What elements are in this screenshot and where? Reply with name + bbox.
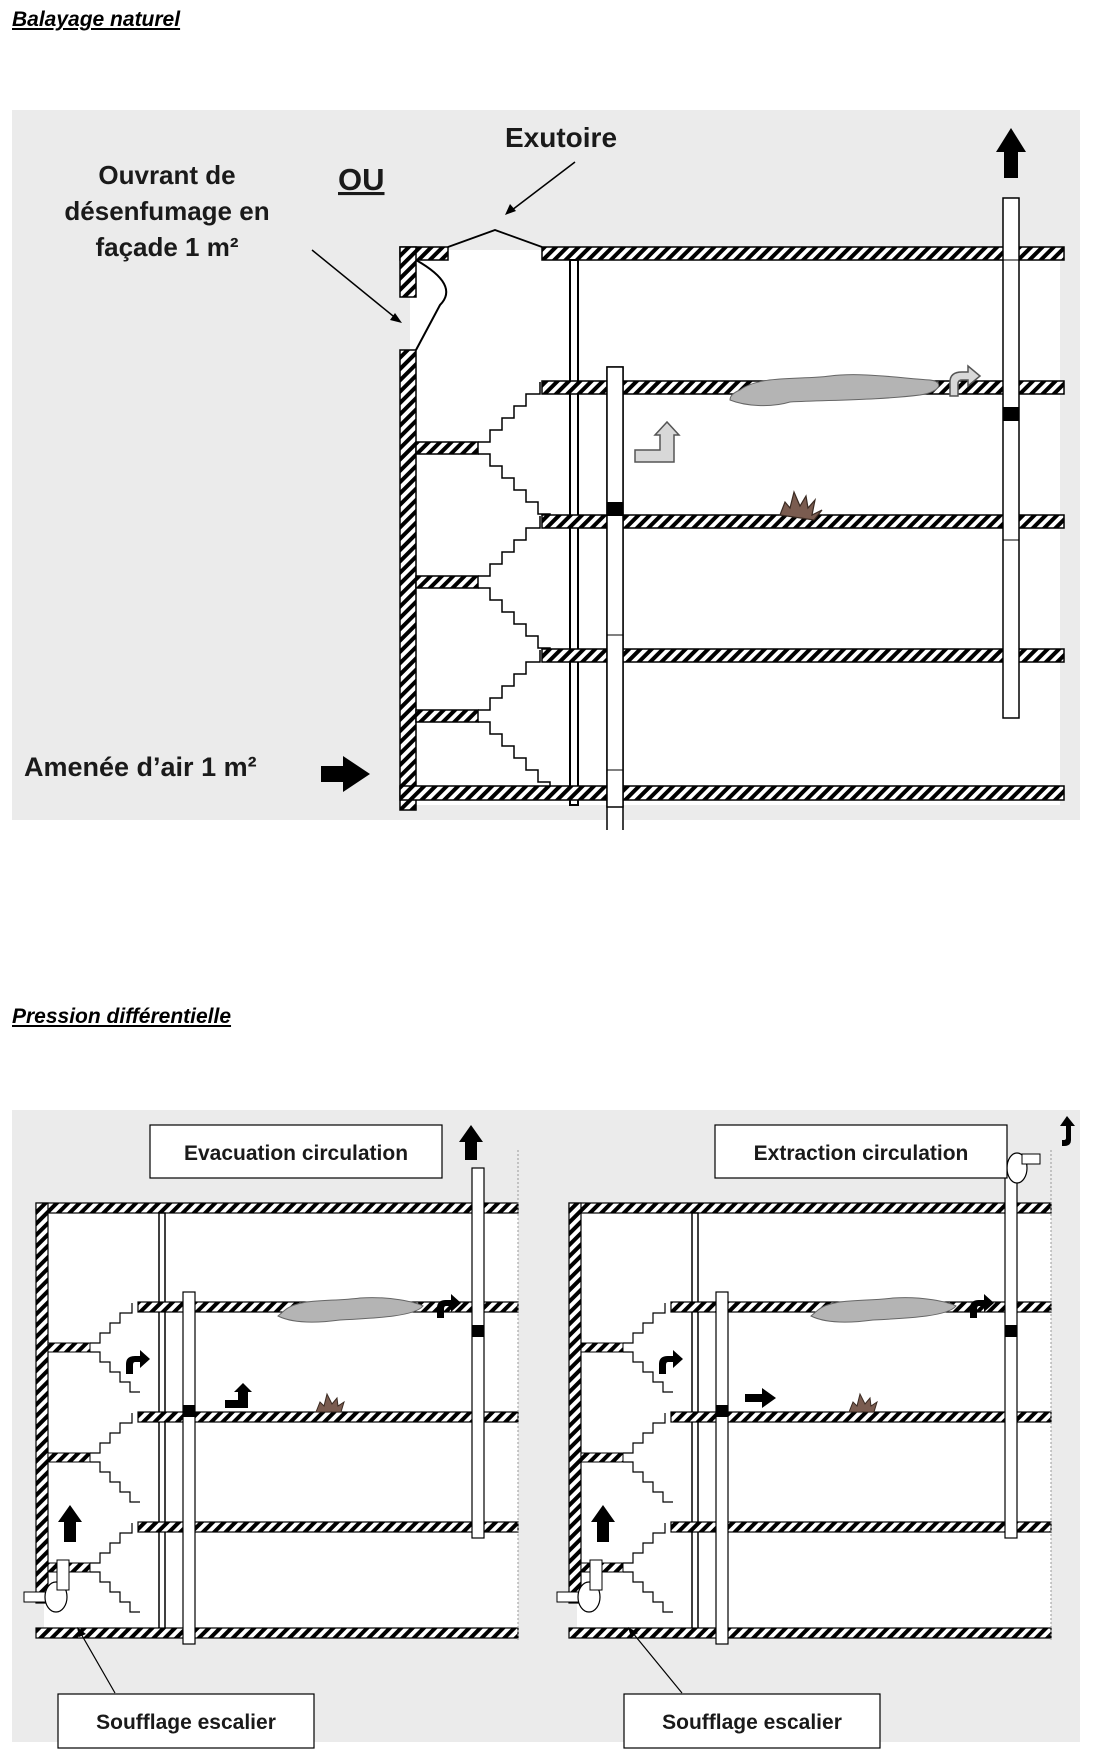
or-label: OU [338,162,385,197]
exhaust-arrow-icon [1060,1116,1075,1146]
label-box-evacuation [149,1124,443,1179]
stair-air-arrow-icon [659,1350,683,1374]
ground-slab [35,1627,519,1639]
extraction-label: Extraction circulation [754,1142,969,1165]
air-flow-arrow-icon [225,1383,252,1408]
ground-slab [568,1627,1052,1639]
duct-damper [607,502,623,516]
smoke-flow-arrow-icon [970,1294,994,1318]
roof-exutoire [447,229,543,248]
section-heading-pressure: Pression différentielle [12,1005,232,1028]
smoke-cloud [277,1297,424,1323]
stair-core-wall [158,1212,166,1634]
facade-wall [568,1202,582,1604]
duct-damper [1005,1325,1017,1337]
duct-damper [472,1325,484,1337]
facade-smoke-vent-open [415,259,448,351]
floor-slab [541,648,1065,663]
stair-core-wall [569,259,579,806]
smoke-cloud [810,1297,957,1323]
smoke-flow-arrow-icon [949,364,982,397]
exutoire-pointer [511,161,576,211]
variant-extraction: Extraction circulation Soufflage escalie… [556,1116,1075,1749]
duct-damper [183,1405,195,1417]
stair-air-arrow-icon [126,1350,150,1374]
label-box-soufflage-left [57,1693,315,1749]
roof-slab [568,1202,1052,1214]
facade-wall [399,349,417,811]
air-flow-arrow-icon [745,1388,776,1408]
fresh-air-arrow-icon [634,420,681,463]
exhaust-up-arrow-icon [459,1125,483,1160]
roof-slab [35,1202,519,1214]
exhaust-duct [471,1167,485,1539]
ouvrant-label-line3: façade 1 m² [95,232,238,262]
stair-landing [415,441,479,455]
fire-icon [848,1392,878,1413]
smoke-cloud [729,374,940,407]
stair-landing [415,709,479,723]
air-inlet-arrow-icon [321,756,370,792]
evacuation-label: Evacuation circulation [184,1142,408,1165]
staircase [623,1303,673,1613]
ouvrant-label-line1: Ouvrant de [98,160,235,190]
ouvrant-label-line2: désenfumage en [64,196,269,226]
natural-ventilation-diagram: Ouvrant de désenfumage en façade 1 m² OU… [12,110,1080,830]
ground-slab [399,785,1065,801]
smoke-flow-arrow-icon [437,1294,461,1318]
soufflage-label-right: Soufflage escalier [662,1711,842,1734]
supply-duct [715,1291,729,1645]
exhaust-duct [1004,1167,1018,1539]
differential-pressure-diagram: Evacuation circulation Soufflage escalie… [12,1110,1080,1749]
smoke-extraction-duct [1002,197,1020,719]
fire-icon [315,1392,345,1413]
duct-damper [716,1405,728,1417]
section-heading-natural: Balayage naturel [12,8,181,31]
variant-evacuation: Evacuation circulation Soufflage escalie… [23,1124,519,1749]
exutoire-label: Exutoire [505,122,617,153]
label-box-soufflage-right [623,1693,881,1749]
stair-landing [415,575,479,589]
staircase [478,382,562,795]
duct-damper [1003,407,1019,421]
staircase [90,1303,140,1613]
exhaust-up-arrow-icon [996,128,1026,178]
soufflage-label-left: Soufflage escalier [96,1711,276,1734]
facade-wall [35,1202,49,1604]
stair-pressure-up-arrow-icon [591,1505,615,1542]
stair-pressure-up-arrow-icon [58,1505,82,1542]
stair-core-wall [691,1212,699,1634]
supply-duct [182,1291,196,1645]
air-inlet-label: Amenée d’air 1 m² [24,752,257,782]
roof-slab [541,246,1065,261]
ouvrant-pointer [311,249,399,321]
fire-icon [779,490,823,521]
facade-wall-top [399,246,417,298]
label-box-extraction [714,1124,1008,1179]
